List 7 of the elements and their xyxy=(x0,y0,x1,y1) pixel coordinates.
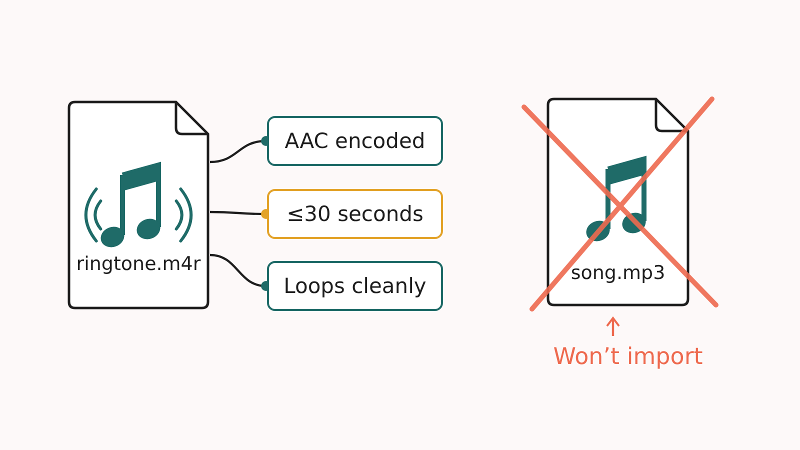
feature-tag: ≤30 seconds xyxy=(267,189,443,239)
feature-tag: Loops cleanly xyxy=(267,261,443,311)
feature-tag: AAC encoded xyxy=(267,116,443,166)
warning-note: Won’t import xyxy=(553,344,703,370)
file-name: ringtone.m4r xyxy=(76,253,201,275)
file-name: song.mp3 xyxy=(570,262,666,284)
arrow xyxy=(606,317,620,336)
